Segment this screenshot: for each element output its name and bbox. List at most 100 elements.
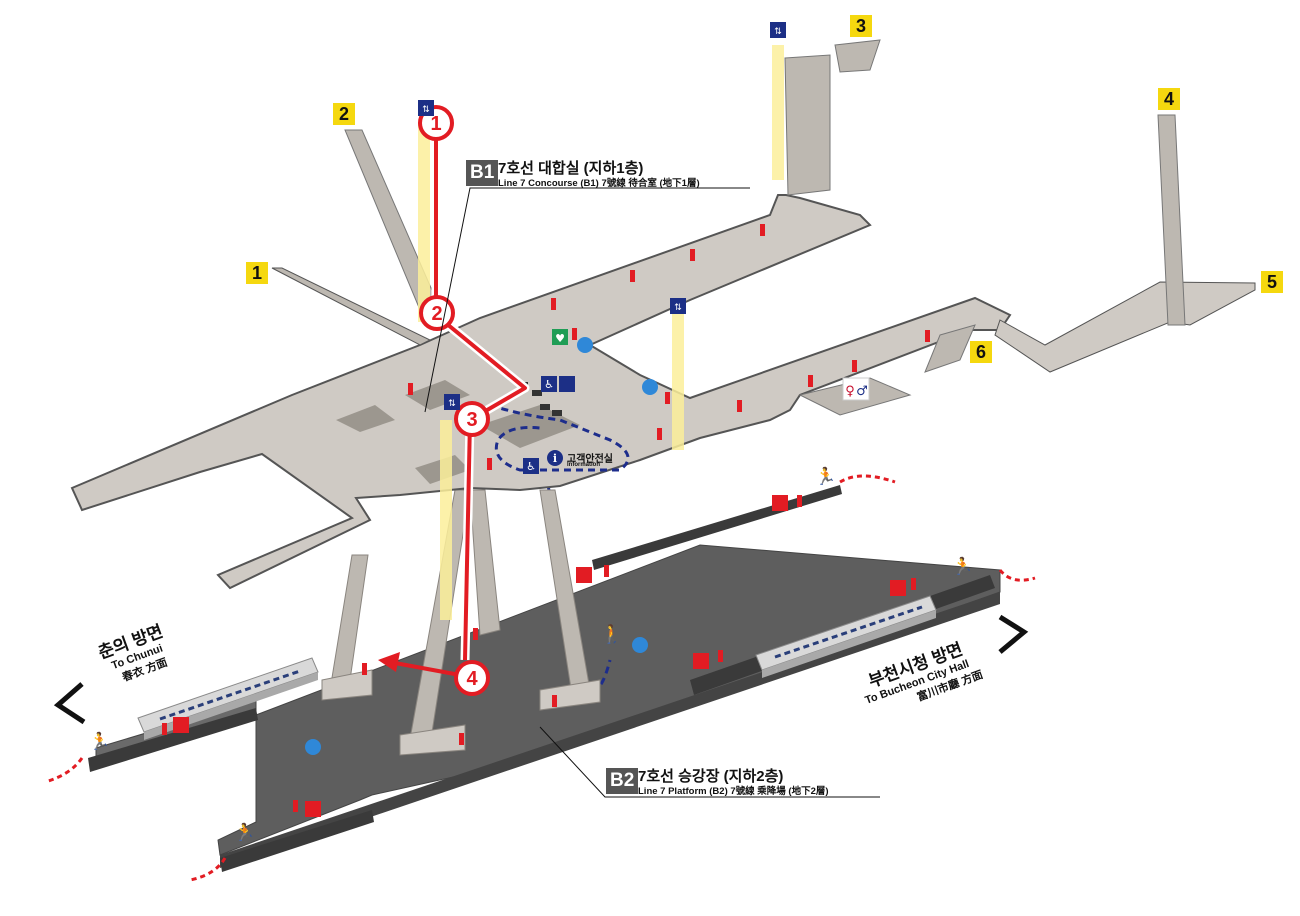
restroom-icon: ♀ ♂ [842, 377, 870, 401]
route-step-2: 2 [419, 295, 455, 331]
fire-extinguisher-icon [604, 565, 609, 577]
elevator-icon: ⇅ [770, 22, 786, 38]
level-subtitle-b1: Line 7 Concourse (B1) 7號線 待合室 (地下1層) [498, 178, 700, 189]
elevator-icon: ⇅ [670, 298, 686, 314]
concourse-level [70, 39, 1256, 590]
fire-extinguisher-icon [552, 695, 557, 707]
sos-phone-icon [693, 653, 709, 669]
accessible-route-concourse [489, 403, 630, 472]
route-arrow-head [378, 652, 400, 672]
fire-extinguisher-icon [760, 224, 765, 236]
locker-icon [559, 376, 575, 392]
fire-extinguisher-icon [487, 458, 492, 470]
track-lower-left [88, 708, 258, 772]
sos-phone-icon [576, 567, 592, 583]
elevator-shaft-1 [418, 122, 430, 322]
exit-number-3: 3 [850, 15, 872, 37]
sos-phone-icons [173, 495, 906, 817]
fire-extinguisher-icon [737, 400, 742, 412]
fire-extinguisher-icon [162, 723, 167, 735]
route-arrow-line [394, 661, 461, 677]
exit-number-4: 4 [1158, 88, 1180, 110]
stairs-exit-4 [1157, 114, 1186, 326]
corridor-exit-4-5 [994, 281, 1256, 373]
exit-number-5: 5 [1261, 271, 1283, 293]
track-bottom [220, 810, 374, 872]
fire-extinguisher-icon [808, 375, 813, 387]
wheelchair-icon [305, 739, 321, 755]
fire-extinguisher-icon [362, 663, 367, 675]
elevator-shaft-4 [440, 420, 452, 620]
svg-text:⇅: ⇅ [674, 303, 682, 313]
svg-text:♿: ♿ [526, 460, 536, 473]
svg-text:🏃: 🏃 [89, 731, 110, 752]
level-subtitle-b2: Line 7 Platform (B2) 7號線 乘降場 (地下2層) [638, 786, 829, 797]
svg-text:🏃: 🏃 [952, 556, 973, 577]
emergency-exit-icon: 🏃 [189, 822, 256, 882]
fire-extinguisher-icon [572, 328, 577, 340]
svg-text:⇅: ⇅ [774, 27, 782, 37]
fire-extinguisher-icon [630, 270, 635, 282]
svg-text:⇅: ⇅ [422, 105, 430, 115]
route-step-3: 3 [454, 401, 490, 437]
customer-safety-room-label: 고객안전실 [567, 454, 613, 465]
elevator-shaft-3 [672, 310, 684, 450]
fire-extinguisher-icons [162, 224, 930, 812]
svg-text:i: i [553, 452, 557, 465]
emergency-exit-icon: 🏃 [44, 731, 111, 784]
svg-text:♀: ♀ [845, 384, 855, 399]
level-title-b1: 7호선 대합실 (지하1층) [498, 160, 644, 177]
aed-icon: ♥ [552, 329, 568, 345]
emergency-exit-icon: 🏃 [815, 466, 896, 487]
exit-number-2: 2 [333, 103, 355, 125]
wheelchair-icon: ♿ [541, 376, 557, 392]
exit-number-6: 6 [970, 341, 992, 363]
svg-text:🚶: 🚶 [601, 623, 623, 645]
level-badge-b2: B2 [606, 768, 639, 794]
b1-leader-line [424, 187, 750, 413]
level-title-b2: 7호선 승강장 (지하2층) [638, 768, 784, 785]
svg-text:🏃: 🏃 [234, 822, 255, 843]
fire-extinguisher-icon [293, 800, 298, 812]
platform-floor [217, 544, 1001, 856]
wheelchair-icon [632, 637, 648, 653]
elevator-icon: ⇅ [418, 100, 434, 116]
sos-phone-icon [305, 801, 321, 817]
sos-phone-icon [173, 717, 189, 733]
elevator-shafts [418, 45, 784, 620]
concourse-opening-1 [336, 405, 395, 432]
fire-extinguisher-icon [459, 733, 464, 745]
route-step-4: 4 [454, 660, 490, 696]
fire-extinguisher-icon [911, 578, 916, 590]
svg-text:🏃: 🏃 [815, 466, 836, 487]
information-icon: i [547, 450, 563, 466]
fire-extinguisher-icon [408, 383, 413, 395]
platform-level [88, 484, 1001, 872]
svg-text:⇅: ⇅ [448, 399, 456, 409]
elevator-shaft-2 [772, 45, 784, 180]
stairs-exit-3 [784, 54, 831, 196]
transfer-route [378, 135, 530, 677]
exit-number-1: 1 [246, 262, 268, 284]
arrow-right-icon [998, 614, 1029, 654]
svg-text:♂: ♂ [856, 384, 868, 399]
fire-extinguisher-icon [797, 495, 802, 507]
arrow-left-icon [53, 682, 86, 725]
escalator-3 [469, 489, 501, 636]
concourse-opening-2 [405, 380, 470, 410]
route-step-label: 1 [430, 113, 441, 135]
fire-extinguisher-icon [925, 330, 930, 342]
fire-extinguisher-icon [657, 428, 662, 440]
fire-extinguisher-icon [473, 628, 478, 640]
svg-text:♿: ♿ [544, 378, 554, 391]
fire-extinguisher-icon [718, 650, 723, 662]
svg-text:♥: ♥ [555, 332, 565, 345]
stair-base-2 [399, 724, 466, 756]
corridor-exit-1 [271, 267, 432, 346]
sos-phone-icon [890, 580, 906, 596]
wheelchair-icon: ♿ [523, 458, 539, 474]
fire-extinguisher-icon [551, 298, 556, 310]
fire-extinguisher-icon [665, 392, 670, 404]
route-step-label: 4 [466, 668, 478, 690]
